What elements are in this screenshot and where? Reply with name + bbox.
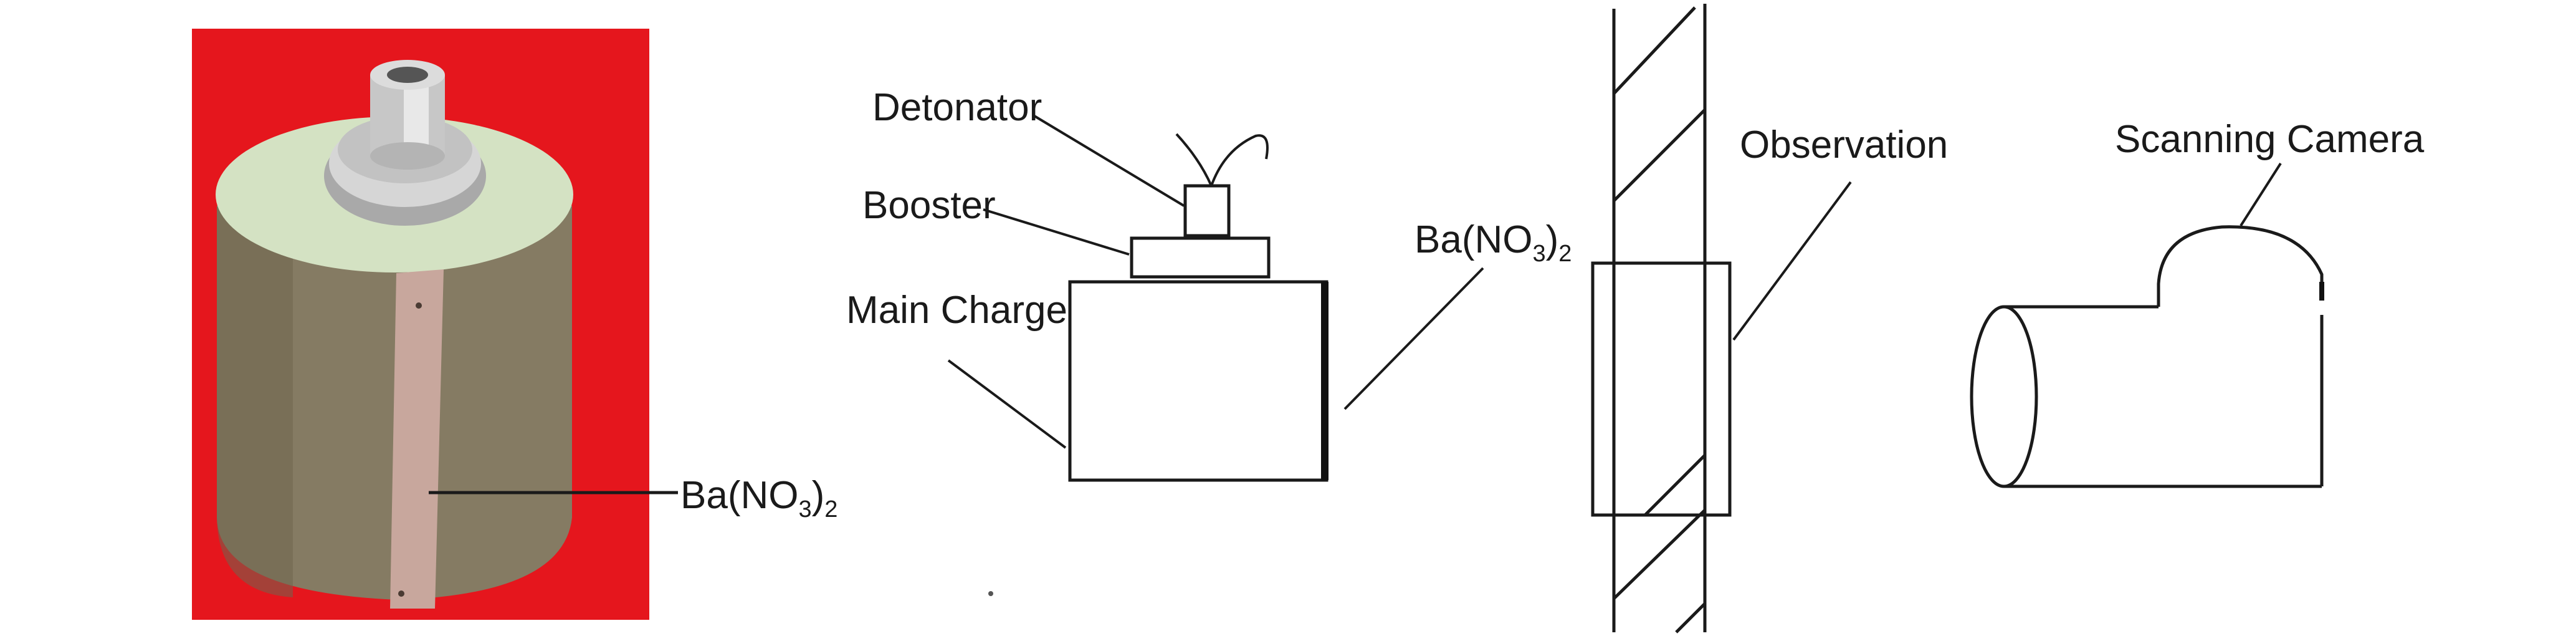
- observation-leader: [1732, 181, 1852, 341]
- wall-hatch: [1613, 509, 1706, 600]
- booster: [1130, 236, 1271, 279]
- cylinder-shading: [217, 206, 293, 597]
- ba-no3-bar: [1321, 282, 1329, 480]
- detonator: [1183, 184, 1231, 238]
- charge-setup-diagram: Detonator Booster Main Charge Ba(NO3)2: [846, 86, 1572, 596]
- observation-label: Observation: [1740, 123, 1948, 166]
- strip-leader: [1343, 267, 1484, 410]
- setup-strip-label: Ba(NO3)2: [1414, 218, 1572, 267]
- detonator-wire-right: [1210, 134, 1269, 186]
- camera-leader: [2240, 162, 2282, 227]
- detonator-leader: [1033, 115, 1185, 207]
- strip-mark-top: [416, 302, 422, 309]
- observation-window-diagram: Observation: [1591, 4, 1948, 634]
- strip-mark-bottom: [398, 590, 404, 597]
- camera-body-mark: [2319, 282, 2324, 301]
- main-charge: [1068, 280, 1329, 482]
- photo-strip-label: Ba(NO3)2: [680, 474, 837, 523]
- booster-leader: [983, 208, 1130, 256]
- observation-window: [1591, 261, 1732, 517]
- stray-dot: [988, 591, 993, 596]
- ba-no3-strip: [390, 269, 444, 609]
- detonator-label: Detonator: [872, 86, 1042, 129]
- camera-lens: [1970, 305, 2038, 488]
- camera-label: Scanning Camera: [2115, 118, 2425, 161]
- main-charge-leader: [947, 359, 1067, 449]
- booster-label: Booster: [862, 184, 996, 227]
- wall-hatch: [1675, 602, 1706, 634]
- scanning-camera-diagram: Scanning Camera: [1970, 118, 2425, 488]
- window-hatch: [1644, 454, 1706, 516]
- fitting-tube-bottom: [370, 142, 445, 170]
- detonator-wire-left: [1175, 133, 1213, 186]
- wall-hatch: [1613, 108, 1706, 202]
- camera-body: [2157, 225, 2324, 307]
- fitting-tube-hole: [387, 67, 428, 83]
- wall-hatch: [1613, 6, 1696, 95]
- charge-photo: Ba(NO3)2: [192, 29, 837, 620]
- main-charge-label: Main Charge: [846, 289, 1067, 332]
